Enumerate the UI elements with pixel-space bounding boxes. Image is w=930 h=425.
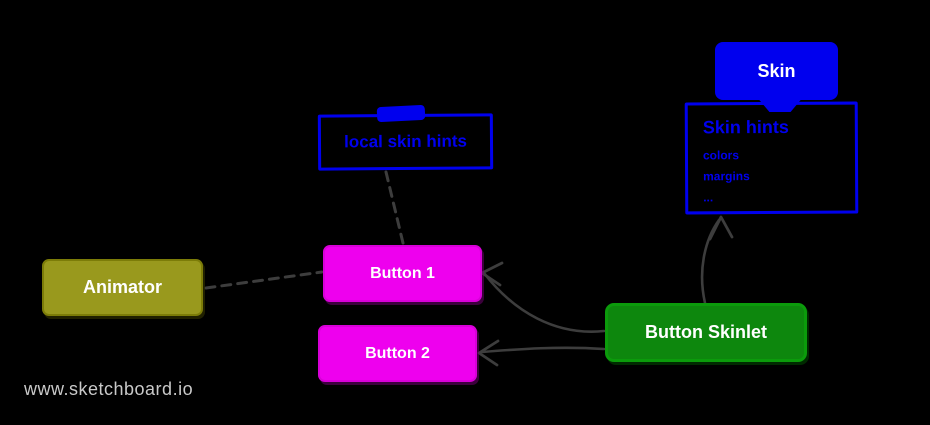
arrowhead-button2: [477, 339, 500, 367]
animator-label: Animator: [82, 277, 162, 297]
edge-animator-button1[interactable]: [204, 270, 324, 290]
skin-label: Skin: [757, 60, 796, 81]
button-skinlet-label: Button Skinlet: [645, 322, 767, 342]
watermark-text: www.sketchboard.io: [24, 379, 194, 399]
skin-hints-item-ellipsis: ...: [703, 190, 714, 205]
local-skin-hints-label: local skin hints: [344, 131, 467, 152]
node-button2[interactable]: Button 2: [318, 325, 477, 382]
button2-label: Button 2: [365, 344, 430, 362]
skin-hints-title: Skin hints: [702, 116, 789, 138]
node-button-skinlet[interactable]: Button Skinlet: [605, 303, 807, 362]
node-skin-hints[interactable]: Skin hints colors margins ...: [684, 101, 859, 215]
skin-connector-tab: [756, 96, 804, 112]
edge-button-skinlet-button1[interactable]: [480, 261, 606, 333]
button1-label: Button 1: [370, 264, 435, 282]
edge-button-skinlet-skin-hints[interactable]: [700, 215, 734, 305]
arrowhead-skin-hints: [708, 215, 734, 241]
node-local-skin-hints[interactable]: local skin hints: [317, 113, 494, 171]
note-clip-mark: [376, 104, 426, 123]
arrowhead-button1: [480, 261, 504, 287]
skin-hints-item-margins: margins: [703, 169, 750, 184]
node-button1[interactable]: Button 1: [323, 245, 482, 302]
node-animator[interactable]: Animator: [42, 259, 203, 316]
edge-local-skin-hints-button1[interactable]: [384, 170, 405, 245]
skin-hints-item-colors: colors: [702, 148, 740, 163]
edge-button-skinlet-button2[interactable]: [477, 339, 606, 367]
node-skin[interactable]: Skin: [715, 42, 838, 100]
